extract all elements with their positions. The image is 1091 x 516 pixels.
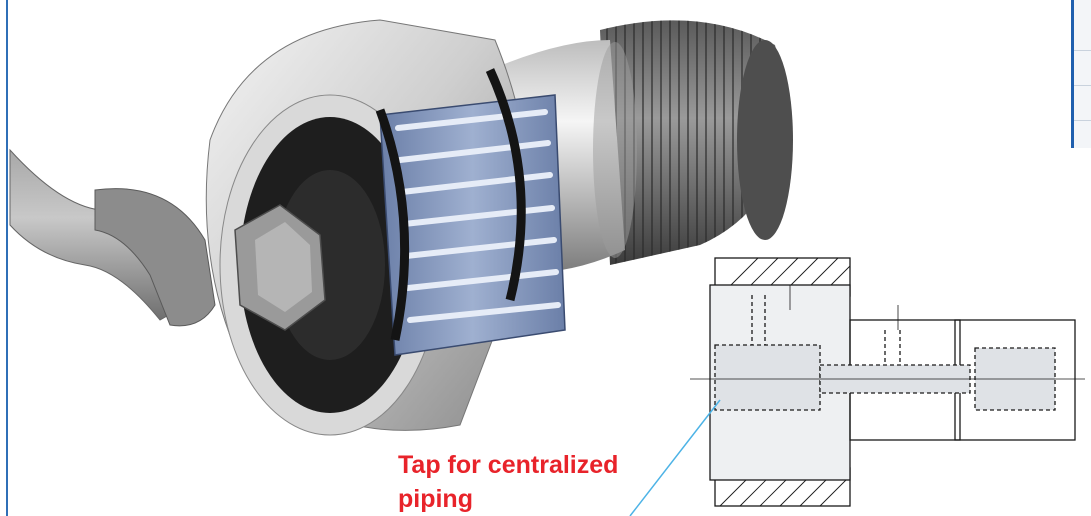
adjacent-panel-edge [1071, 0, 1091, 148]
callout-line-2: piping [398, 485, 473, 513]
left-border [6, 0, 8, 516]
cross-section-drawing [690, 257, 1085, 507]
callout-line-1: Tap for centralized [398, 451, 619, 479]
centralized-piping-callout: Tap for centralized piping [398, 448, 688, 516]
callout-leader-line [629, 399, 721, 516]
